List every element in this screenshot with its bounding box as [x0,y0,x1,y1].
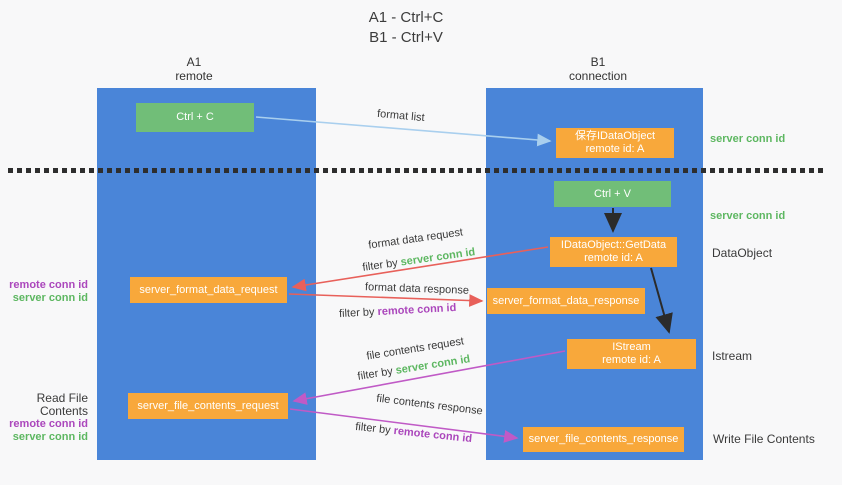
dotted-divider [8,168,826,173]
remote-conn-id-label: remote conn id [9,279,88,291]
server-conn-id-top-label: server conn id [710,133,786,145]
filter-by-prefix: filter by [361,256,402,274]
remote-conn-id-key: remote conn id [392,424,473,446]
istream-label: Istream [712,349,753,363]
lane-header-right: B1 connection [538,55,658,83]
node-save-dataobject: 保存IDataObject remote id: A [556,128,674,158]
node-server-file-contents-response-label: server_file_contents_response [528,433,679,445]
node-ctrl-v: Ctrl + V [554,181,671,207]
node-idataobject-getdata-line1: IDataObject::GetData [560,239,667,251]
edge-label-format-data-response-filter: filter by remote conn id [339,302,457,320]
lane-right-title: B1 [590,55,606,69]
node-server-format-data-request: server_format_data_request [130,277,287,303]
server-conn-id-mid-label: server conn id [710,210,786,222]
edge-label-format-list: format list [376,107,426,125]
remote-conn-id-key: remote conn id [377,301,457,319]
server-conn-id-label: server conn id [12,431,88,443]
filter-by-prefix: filter by [354,420,395,437]
edge-label-format-data-request-filter: filter by server conn id [362,246,476,274]
write-file-contents-label: Write File Contents [713,432,815,446]
node-ctrl-c-label: Ctrl + C [176,111,214,123]
filter-by-prefix: filter by [338,306,378,321]
node-idataobject-getdata-line2: remote id: A [584,252,643,264]
diagram-title-line1: A1 - Ctrl+C [368,9,444,26]
node-save-dataobject-line1: 保存IDataObject [574,130,656,142]
edge-label-format-data-response: format data response [364,281,470,297]
node-ctrl-v-label: Ctrl + V [594,187,631,200]
node-save-dataobject-line2: remote id: A [585,143,645,155]
server-conn-id-label: server conn id [12,292,88,304]
node-istream: IStream remote id: A [567,339,696,369]
left-format-conn-ids: remote conn id server conn id [4,279,88,305]
node-idataobject-getdata: IDataObject::GetData remote id: A [550,237,677,267]
edge-label-format-data-request: format data request [367,226,464,252]
remote-conn-id-label: remote conn id [9,418,88,430]
diagram-title-line2: B1 - Ctrl+V [369,29,443,46]
edge-label-file-contents-response-filter: filter by remote conn id [355,421,473,445]
node-server-format-data-response: server_format_data_response [487,288,645,314]
node-istream-line2: remote id: A [602,354,661,366]
server-conn-id-key: server conn id [394,353,471,377]
node-ctrl-c: Ctrl + C [136,103,254,132]
lane-left-title: A1 [186,55,202,69]
read-file-contents-label: Read File Contents [36,391,88,418]
node-istream-line1: IStream [612,341,651,353]
lane-left-subtitle: remote [175,69,213,83]
node-server-format-data-response-label: server_format_data_response [492,294,640,307]
server-conn-id-key: server conn id [399,246,477,269]
node-server-file-contents-request-label: server_file_contents_request [137,399,279,412]
filter-by-prefix: filter by [356,364,397,383]
lane-header-left: A1 remote [134,55,254,83]
node-server-format-data-request-label: server_format_data_request [139,283,278,296]
dataobject-label: DataObject [712,246,773,260]
node-server-file-contents-response: server_file_contents_response [523,427,684,452]
edge-label-file-contents-response: file contents response [375,392,484,418]
node-server-file-contents-request: server_file_contents_request [128,393,288,419]
left-file-conn-ids: Read File Contents remote conn id server… [4,392,88,444]
lane-right-subtitle: connection [568,69,628,83]
diagram-title: A1 - Ctrl+C B1 - Ctrl+V [306,8,506,48]
